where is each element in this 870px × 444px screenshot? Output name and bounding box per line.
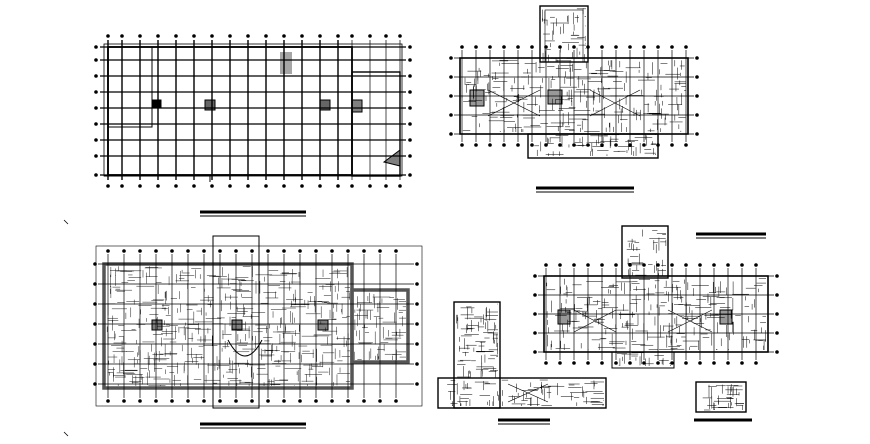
plan-bottom-center <box>437 301 607 425</box>
plan-top-right <box>449 5 699 193</box>
plan-bottom-left <box>93 235 423 429</box>
plan-top-left <box>94 34 412 217</box>
plan-small-annex <box>694 381 752 422</box>
plan-bottom-right <box>533 225 779 369</box>
